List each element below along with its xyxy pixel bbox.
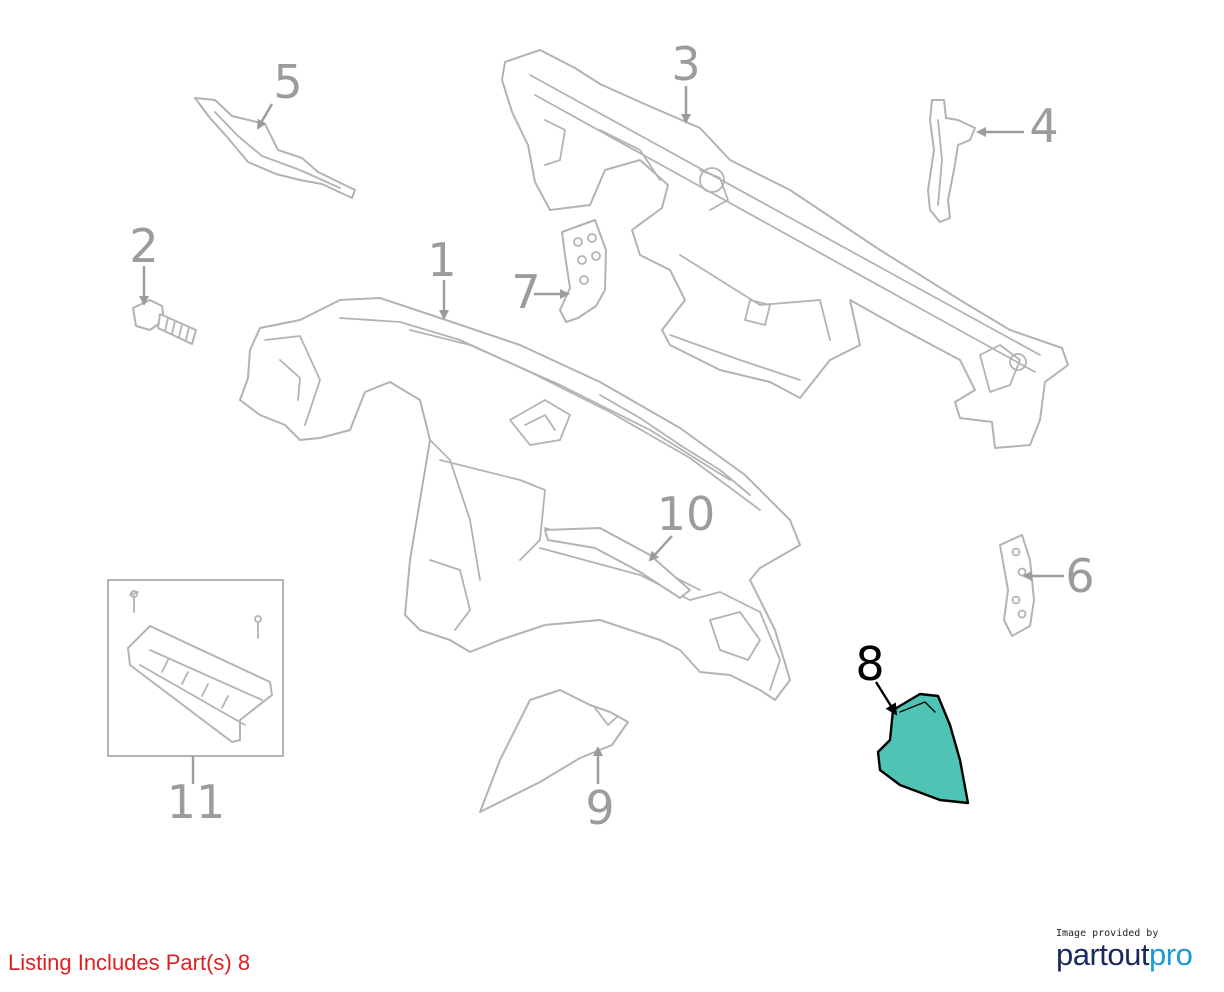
part-6-bracket[interactable] <box>999 534 1035 637</box>
brand-accent: pro <box>1149 937 1193 972</box>
callout-6: 6 <box>1065 549 1094 603</box>
part-2-bolt[interactable] <box>132 299 197 345</box>
part-4-bracket[interactable] <box>927 99 976 223</box>
arrow-8 <box>874 681 898 716</box>
image-credit: Image provided by partoutpro <box>1056 928 1216 973</box>
part-8-highlighted-cover[interactable] <box>876 692 970 805</box>
arrow-5 <box>256 103 274 130</box>
callout-1: 1 <box>427 233 456 287</box>
brand-main: partout <box>1056 937 1150 972</box>
callout-4: 4 <box>1029 99 1058 153</box>
part-3-crossmember[interactable] <box>501 49 1069 449</box>
part-10-trim[interactable] <box>544 527 691 599</box>
part-9-cover[interactable] <box>479 689 629 813</box>
part-11-airbag-module[interactable] <box>107 579 284 757</box>
part-5-bracket[interactable] <box>194 97 356 199</box>
callout-2: 2 <box>129 219 158 273</box>
listing-includes-note: Listing Includes Part(s) 8 <box>8 950 251 975</box>
brand-logo: partoutpro <box>1056 937 1216 973</box>
credit-line: Image provided by <box>1056 928 1159 939</box>
part-7-gusset[interactable] <box>559 219 607 323</box>
callout-10: 10 <box>657 487 716 541</box>
callout-8: 8 <box>855 637 884 691</box>
callout-3: 3 <box>671 37 700 91</box>
callout-7: 7 <box>511 265 540 319</box>
arrow-10 <box>648 535 673 562</box>
callout-9: 9 <box>585 781 614 835</box>
callout-11: 11 <box>167 775 226 829</box>
callout-5: 5 <box>273 55 302 109</box>
